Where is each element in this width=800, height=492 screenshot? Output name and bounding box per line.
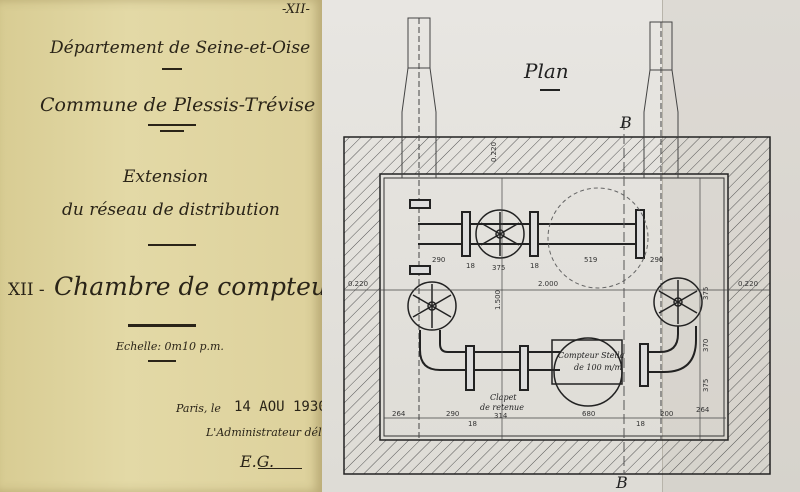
inner-chamber [383,177,725,437]
section-mark-bottom: B [615,473,628,492]
dimension-label: 519 [584,256,597,264]
dimension-label: 290 [650,256,663,264]
dimension-label: 18 [468,420,477,428]
signatory-label: L'Administrateur délégué: [206,426,353,439]
meter-size: de 100 m/m [574,363,622,372]
commune-label: Commune de Plessis-Trévise [40,94,316,116]
inlet-pipe [401,17,437,440]
plan-title: Plan [523,59,569,83]
signature-underline [258,468,302,469]
chamber-title: Chambre de compteur [54,272,339,301]
divider [148,124,196,126]
departement-label: Département de Seine-et-Oise [50,38,311,58]
signature: E.G. [240,452,275,471]
dimension-label: 680 [582,410,595,418]
chamber-walls [343,136,771,475]
upper-pipe-run [409,199,645,275]
dimension-label: 0.220 [490,142,498,162]
dimension-label: 2.000 [538,280,558,288]
plan-sheet [322,0,800,492]
valve-label: de retenue [480,403,524,412]
divider [160,130,184,132]
dimension-label: 370 [702,339,710,352]
dimension-label: 1.500 [494,290,502,310]
dimension-label: 264 [392,410,406,418]
date-stamp: 14 AOU 1930 [234,399,327,415]
meter-label: Compteur Stella [558,351,625,360]
scale-label: Echelle: 0m10 p.m. [116,340,224,353]
chamber-prefix: XII - [8,280,45,300]
section-mark-top: B [619,113,632,132]
dimension-label: 375 [702,287,710,300]
title-block: -XII- Département de Seine-et-Oise Commu… [0,0,352,492]
lower-pipe-run [419,326,697,391]
sheet-number: -XII- [282,2,310,17]
outline-circle [547,187,649,289]
valve-wheel [407,281,457,331]
outlet-pipe [643,21,679,440]
dimension-label: 0.220 [738,280,758,288]
place-label: Paris, le [176,402,221,415]
dimension-label: 18 [636,420,645,428]
dimension-label: 18 [530,262,539,270]
valve-wheel [475,209,525,259]
dimension-label: 200 [660,410,673,418]
divider [128,324,196,327]
title-line-2: du réseau de distribution [62,200,280,220]
dimension-label: 314 [494,412,508,420]
dimension-label: 0.220 [348,280,368,288]
dimension-lines [344,178,770,440]
dimension-label: 290 [446,410,459,418]
dimension-label: 375 [492,264,505,272]
water-meter [551,337,623,407]
divider [148,244,196,246]
dimension-label: 375 [702,379,710,392]
divider [148,360,176,362]
dimension-label: 290 [432,256,445,264]
divider [162,68,182,70]
dimension-label: 18 [466,262,475,270]
dimension-label: 264 [696,406,710,414]
title-line-1: Extension [123,167,209,187]
valve-label: Clapet [490,393,517,402]
